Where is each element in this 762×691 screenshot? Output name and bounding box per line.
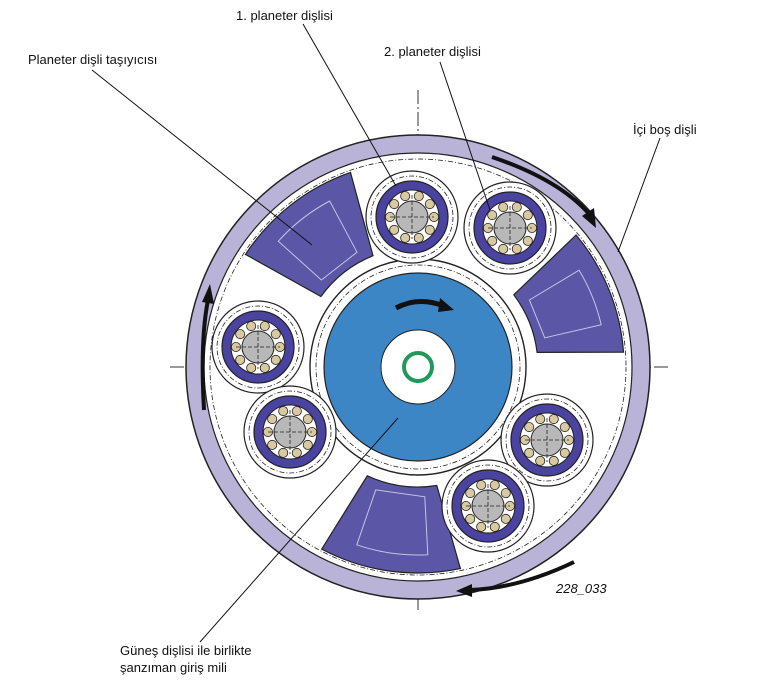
bearing-ball — [302, 439, 313, 450]
bearing-ball — [489, 521, 500, 532]
bearing-ball — [270, 329, 281, 340]
bearing-ball — [524, 447, 535, 458]
bearing-ball — [259, 321, 270, 332]
label-sun-gear-line1: Güneş dişlisi ile birlikte — [120, 643, 252, 658]
bearing-ball — [424, 224, 435, 235]
bearing-ball — [267, 439, 278, 450]
bearing-ball — [559, 447, 570, 458]
planet-gear — [500, 393, 594, 487]
leader-ring — [617, 137, 661, 253]
label-sun-gear-line2: şanzıman giriş mili — [120, 660, 227, 675]
bearing-ball — [498, 202, 509, 213]
bearing-ball — [476, 521, 487, 532]
carrier-segment — [244, 171, 374, 298]
bearing-ball — [413, 191, 424, 202]
bearing-ball — [270, 354, 281, 365]
ring-arrow-bottom-icon — [469, 560, 575, 592]
bearing-ball — [302, 414, 313, 425]
carrier-segment-contour — [356, 489, 429, 556]
bearing-ball — [489, 480, 500, 491]
ring-arrow-top-right-icon — [491, 155, 592, 217]
planet-gears — [211, 170, 594, 553]
bearing-ball — [278, 406, 289, 417]
bearing-ball — [400, 232, 411, 243]
bearing-ball — [389, 224, 400, 235]
ring-arrow-left-icon — [200, 299, 210, 411]
planet-gear — [365, 170, 459, 264]
planet-gear — [211, 300, 305, 394]
bearing-ball — [487, 210, 498, 221]
bearing-ball — [400, 191, 411, 202]
carrier-segment-contour — [528, 269, 602, 339]
bearing-ball — [246, 362, 257, 373]
bearing-ball — [524, 422, 535, 433]
label-planet-carrier: Planeter dişli taşıyıcısı — [28, 52, 158, 67]
input-shaft-icon — [402, 351, 434, 383]
bearing-ball — [424, 199, 435, 210]
bearing-ball — [291, 406, 302, 417]
bearing-ball — [259, 362, 270, 373]
leader-planet-1 — [302, 23, 397, 187]
bearing-ball — [235, 329, 246, 340]
bearing-ball — [535, 414, 546, 425]
bearing-ball — [487, 235, 498, 246]
bearing-ball — [476, 480, 487, 491]
bearing-ball — [465, 513, 476, 524]
bearing-ball — [246, 321, 257, 332]
leader-sun — [199, 417, 399, 643]
bearing-ball — [511, 243, 522, 254]
carrier-segment — [320, 475, 462, 574]
bearing-ball — [522, 210, 533, 221]
carrier-segment-contour — [277, 200, 358, 281]
bearing-ball — [235, 354, 246, 365]
leader-carrier — [91, 69, 313, 246]
bearing-ball — [500, 488, 511, 499]
bearing-ball — [267, 414, 278, 425]
figure-id: 228_033 — [556, 581, 607, 596]
label-planet-gear-1: 1. planeter dişlisi — [236, 8, 333, 23]
planet-gear — [441, 459, 535, 553]
planet-gear — [463, 181, 557, 275]
bearing-ball — [548, 414, 559, 425]
bearing-ball — [535, 455, 546, 466]
bearing-ball — [559, 422, 570, 433]
bearing-ball — [522, 235, 533, 246]
bearing-ball — [465, 488, 476, 499]
bearing-ball — [278, 447, 289, 458]
bearing-ball — [291, 447, 302, 458]
label-ring-gear: İçi boş dişli — [633, 122, 697, 137]
planet-gear — [243, 385, 337, 479]
bearing-ball — [498, 243, 509, 254]
label-planet-gear-2: 2. planeter dişlisi — [384, 44, 481, 59]
planet-carrier-segments — [244, 171, 625, 574]
bearing-ball — [511, 202, 522, 213]
bearing-ball — [548, 455, 559, 466]
bearing-ball — [413, 232, 424, 243]
bearing-ball — [389, 199, 400, 210]
bearing-ball — [500, 513, 511, 524]
carrier-segment — [513, 234, 625, 354]
leader-planet-2 — [439, 61, 491, 211]
